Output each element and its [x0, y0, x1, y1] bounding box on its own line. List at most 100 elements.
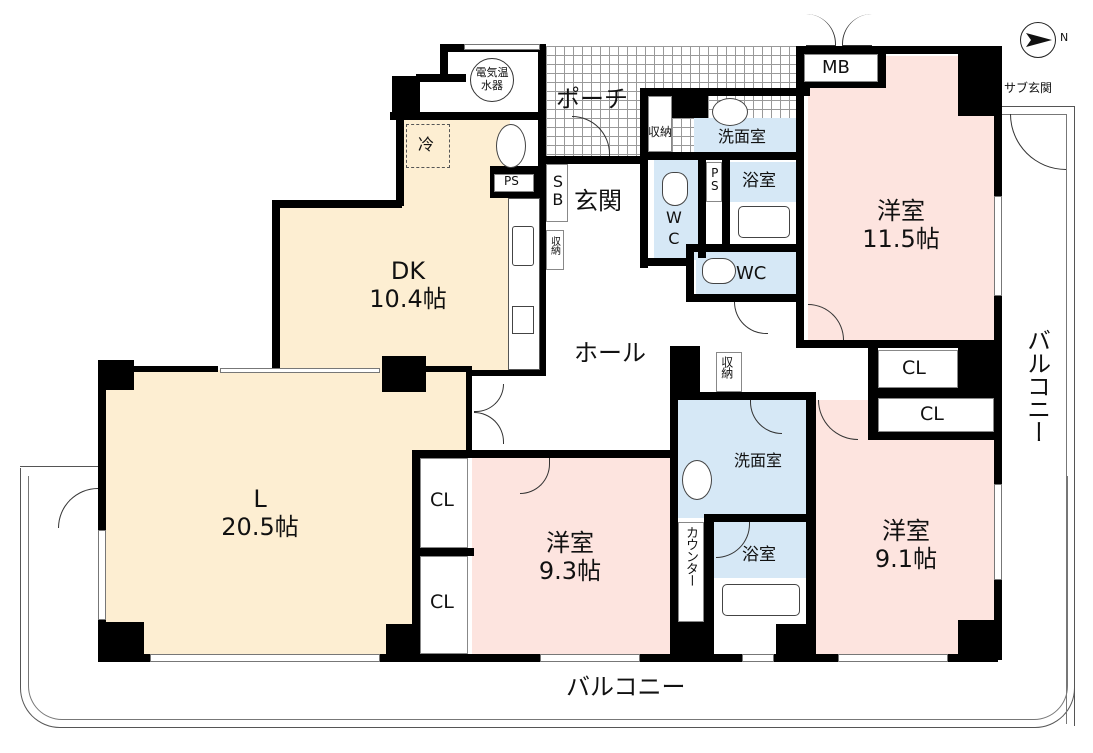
wall [878, 50, 886, 88]
room-name: 洋室 [546, 529, 594, 557]
wall [540, 156, 640, 164]
bath-top-label: 浴室 [742, 171, 776, 191]
stove-icon [512, 306, 534, 334]
wall [644, 258, 692, 266]
room-size: 9.3帖 [538, 556, 602, 585]
storage-label-3: 収納 [719, 356, 734, 378]
window [220, 368, 380, 373]
basin-icon [712, 98, 748, 126]
wall [392, 76, 420, 118]
window [994, 196, 1002, 296]
wall-pillar [382, 356, 426, 392]
water-heater-icon [470, 58, 514, 102]
window [994, 484, 1002, 580]
sink-icon [512, 226, 534, 266]
room-western-9-3-label: 洋室 9.3帖 [520, 529, 620, 585]
sub-entrance-label: サブ玄関 [1004, 81, 1053, 95]
north-arrow-icon [1020, 22, 1056, 58]
room-size: 10.4帖 [369, 284, 447, 313]
door-wc-lower[interactable] [734, 302, 768, 334]
window [98, 530, 106, 620]
room-name: 洋室 [882, 517, 930, 545]
hall-label: ホール [574, 339, 646, 367]
ps-box-1 [494, 174, 534, 192]
wall [958, 344, 998, 394]
wall [272, 200, 402, 208]
storage-1-box[interactable] [648, 96, 672, 152]
balcony-right-label: バルコニー [1022, 328, 1051, 443]
wall [806, 392, 816, 660]
room-western-9-1 [814, 400, 994, 654]
room-size: 20.5帖 [221, 512, 299, 541]
closet-living-1[interactable] [420, 458, 468, 548]
basin-icon [496, 124, 526, 168]
wall [796, 46, 804, 346]
closet-right-2[interactable] [878, 398, 994, 432]
door-mb-left[interactable] [806, 14, 836, 46]
room-name: L [253, 485, 267, 513]
closet-right-1-label: CL [902, 357, 926, 379]
wc-lower-label: WC [736, 263, 767, 284]
room-western-11-5-label: 洋室 11.5帖 [846, 197, 956, 253]
ps-label-2: PS [707, 166, 722, 192]
wall [704, 514, 812, 522]
wall [98, 360, 106, 660]
door-living[interactable] [474, 384, 504, 412]
balcony-outline-inner [28, 476, 1068, 720]
washroom-top-label: 洗面室 [718, 127, 767, 146]
closet-living-2[interactable] [420, 556, 468, 654]
wall [800, 82, 886, 88]
door-living-2[interactable] [474, 412, 504, 444]
window [742, 654, 774, 662]
wall [796, 340, 996, 348]
window [150, 654, 380, 662]
room-dk-label: DK 10.4帖 [358, 257, 458, 313]
fridge-space [406, 124, 450, 168]
room-living-label: L 20.5帖 [210, 485, 310, 541]
mb-box [804, 54, 878, 82]
wall-corner [98, 360, 134, 390]
room-name: 洋室 [877, 197, 925, 225]
wall [472, 370, 546, 376]
closet-right-1[interactable] [878, 350, 958, 388]
wall [776, 624, 816, 660]
room-name: DK [390, 257, 426, 285]
basin-icon [682, 460, 712, 500]
washroom-bottom-label: 洗面室 [734, 451, 783, 470]
door-mb-right[interactable] [842, 14, 872, 46]
wall [412, 450, 672, 458]
porch-label: ポーチ [556, 85, 628, 113]
wall [418, 548, 474, 556]
storage-3-box[interactable] [716, 352, 742, 392]
kitchen-counter [508, 198, 540, 370]
wall [412, 452, 420, 660]
wall-pillar [958, 620, 998, 660]
wall [698, 158, 706, 258]
wall [670, 346, 678, 660]
sb-box [546, 164, 568, 222]
wall [686, 244, 694, 300]
wall [686, 244, 802, 252]
room-dk [280, 204, 542, 372]
room-living [104, 370, 466, 654]
room-size: 11.5帖 [862, 224, 940, 253]
fridge-label: 冷 [418, 135, 435, 154]
entrance-label: 玄関 [574, 187, 622, 215]
wall [672, 88, 708, 118]
wall [686, 294, 802, 302]
counter-label: カウンター [682, 526, 698, 586]
storage-label-2: 収納 [548, 236, 560, 254]
storage-2-box[interactable] [546, 230, 564, 270]
wall-corner [98, 622, 144, 660]
wall [994, 48, 1002, 660]
wall [640, 88, 810, 96]
closet-living-2-label: CL [430, 591, 454, 613]
water-heater-label: 電気温水器 [475, 66, 509, 93]
wall [466, 366, 472, 456]
bathtub-icon [722, 584, 800, 616]
room-washroom-top [694, 118, 802, 158]
ps-label-1: PS [504, 174, 519, 188]
wall [396, 114, 404, 206]
sb-label: SB [548, 172, 568, 208]
window [464, 44, 540, 50]
